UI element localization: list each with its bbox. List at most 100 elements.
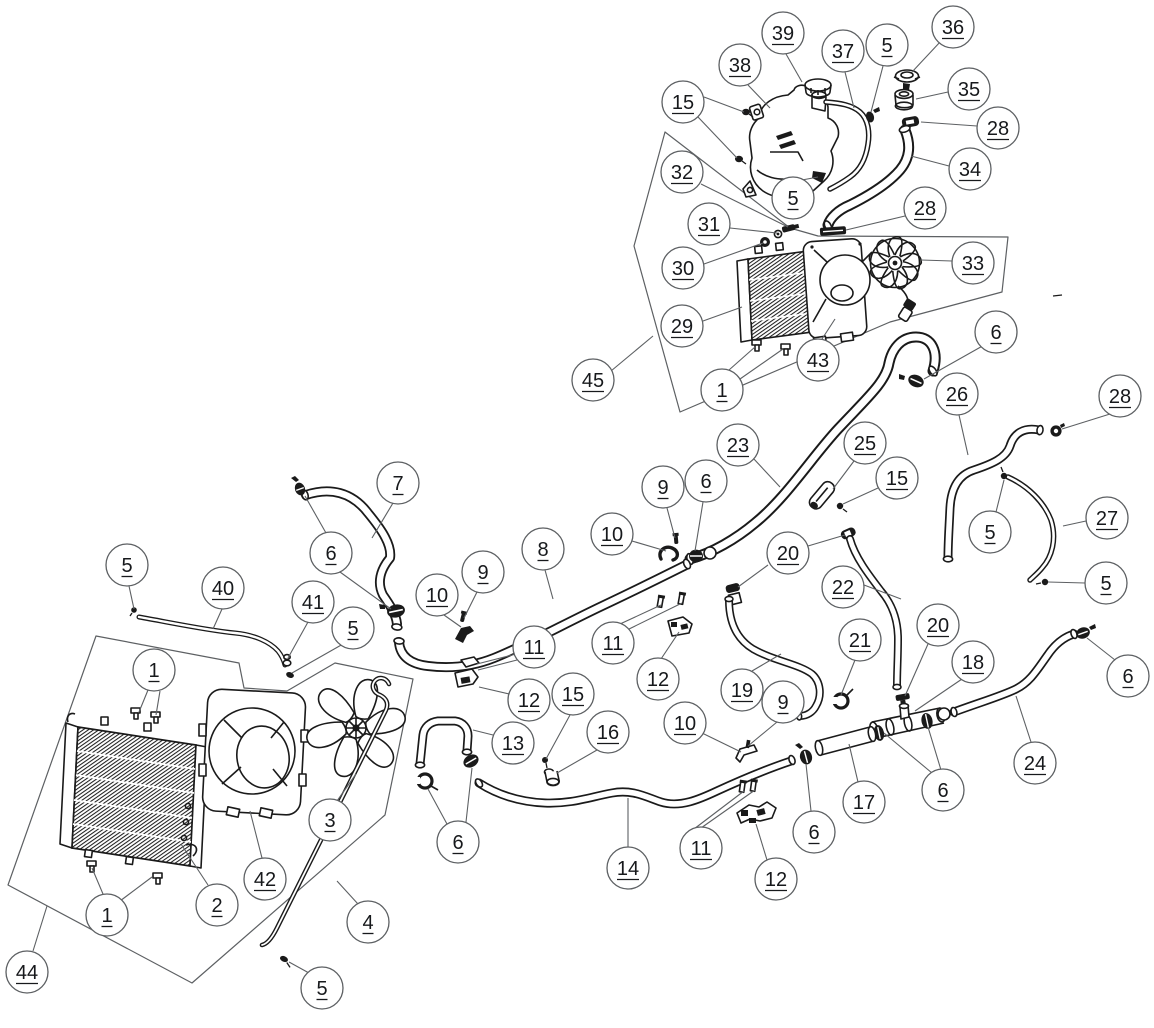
- callout-circle: [1106, 654, 1150, 698]
- callout-balloon-5: 5: [1084, 561, 1128, 605]
- callout-circle: [512, 625, 556, 669]
- callout-number: 28: [1109, 386, 1131, 408]
- callout-number: 33: [962, 253, 984, 275]
- callout-circle: [591, 621, 635, 665]
- callout-number: 9: [657, 477, 668, 499]
- leader-line: [1015, 695, 1032, 743]
- leader-line: [915, 91, 949, 100]
- part-screw-15c: [836, 502, 848, 513]
- leader-line: [883, 732, 933, 774]
- parts-artwork: [59, 69, 1096, 968]
- part-nut-30: [760, 237, 770, 247]
- part-clip-10a: [455, 626, 474, 643]
- callout-balloon-3: 3: [308, 798, 352, 842]
- part-lower-shroud: [198, 688, 309, 819]
- callout-number: 24: [1024, 753, 1046, 775]
- callout-number: 25: [854, 433, 876, 455]
- callout-circle: [700, 368, 744, 412]
- callout-number: 29: [671, 316, 693, 338]
- callout-number: 1: [148, 660, 159, 682]
- leader-line: [840, 659, 856, 696]
- part-upper-shroud: [802, 237, 873, 347]
- part-bracket-12b: [667, 616, 693, 637]
- part-screw-5f: [286, 672, 294, 678]
- part-hose-37: [823, 99, 872, 192]
- part-screw-5c: [1000, 466, 1008, 480]
- callout-number: 5: [984, 522, 995, 544]
- callout-balloon-19: 19: [720, 668, 764, 712]
- leader-line: [32, 905, 48, 952]
- part-clamp-5-hose37: [865, 107, 880, 123]
- leader-line: [755, 823, 768, 861]
- callout-balloon-20: 20: [766, 531, 810, 575]
- callout-balloon-9: 9: [641, 465, 685, 509]
- callout-balloon-5: 5: [300, 966, 344, 1010]
- callout-number: 23: [727, 435, 749, 457]
- callout-balloon-1: 1: [700, 368, 744, 412]
- callout-number: 6: [808, 822, 819, 844]
- part-upper-fan: [868, 236, 923, 323]
- callout-circle: [291, 580, 335, 624]
- callout-number: 26: [946, 384, 968, 406]
- leader-line: [610, 335, 654, 372]
- leader-line: [737, 564, 769, 588]
- callout-balloon-6: 6: [792, 810, 836, 854]
- part-hose-19: [724, 595, 824, 721]
- callout-balloon-5: 5: [865, 23, 909, 67]
- callout-circle: [507, 678, 551, 722]
- callout-number: 6: [452, 832, 463, 854]
- callout-circle: [968, 510, 1012, 554]
- callout-circle: [838, 618, 882, 662]
- callout-balloon-40: 40: [201, 566, 245, 610]
- callout-balloon-15: 15: [661, 80, 705, 124]
- callout-circle: [716, 423, 760, 467]
- leader-line: [556, 749, 598, 774]
- callout-balloon-32: 32: [660, 150, 704, 194]
- leader-line: [212, 608, 223, 630]
- part-screw-11c-a: [738, 779, 747, 794]
- callout-number: 9: [477, 562, 488, 584]
- tick-mark: [1052, 294, 1063, 297]
- callout-balloon-1: 1: [85, 893, 129, 937]
- part-clip-9c: [735, 739, 758, 763]
- callout-number: 11: [524, 637, 545, 659]
- leader-line: [155, 690, 161, 716]
- callout-circle: [436, 820, 480, 864]
- callout-number: 44: [16, 962, 38, 984]
- callout-circle: [948, 147, 992, 191]
- callout-balloon-5: 5: [771, 176, 815, 220]
- leader-line: [747, 721, 778, 747]
- callout-balloon-15: 15: [551, 672, 595, 716]
- callout-number: 40: [212, 578, 234, 600]
- leader-line: [911, 40, 942, 73]
- part-pin-1-upper-a: [751, 339, 762, 352]
- callout-circle: [376, 461, 420, 505]
- callout-number: 31: [698, 214, 720, 236]
- callout-balloon-29: 29: [660, 304, 704, 348]
- part-clamp-6c: [899, 374, 924, 388]
- part-screw-5g: [280, 955, 291, 968]
- part-hose-8: [393, 558, 692, 673]
- part-clamp-5b: [812, 171, 826, 183]
- callout-number: 2: [211, 895, 222, 917]
- leader-line: [660, 631, 680, 660]
- leader-line: [728, 346, 756, 371]
- leader-line: [371, 502, 394, 539]
- callout-circle: [661, 80, 705, 124]
- callout-number: 28: [914, 198, 936, 220]
- callout-circle: [586, 710, 630, 754]
- callout-number: 7: [392, 473, 403, 495]
- leader-line: [927, 726, 942, 771]
- callout-balloon-43: 43: [796, 338, 840, 382]
- callout-balloon-39: 39: [761, 11, 805, 55]
- callout-number: 12: [647, 669, 669, 691]
- callout-balloon-5: 5: [105, 543, 149, 587]
- callout-circle: [951, 241, 995, 285]
- leader-line: [958, 414, 969, 456]
- callout-balloon-41: 41: [291, 580, 335, 624]
- part-clamp-6b: [379, 604, 405, 618]
- part-nut-31: [773, 229, 783, 239]
- leader-line: [626, 602, 683, 631]
- callout-circle: [132, 648, 176, 692]
